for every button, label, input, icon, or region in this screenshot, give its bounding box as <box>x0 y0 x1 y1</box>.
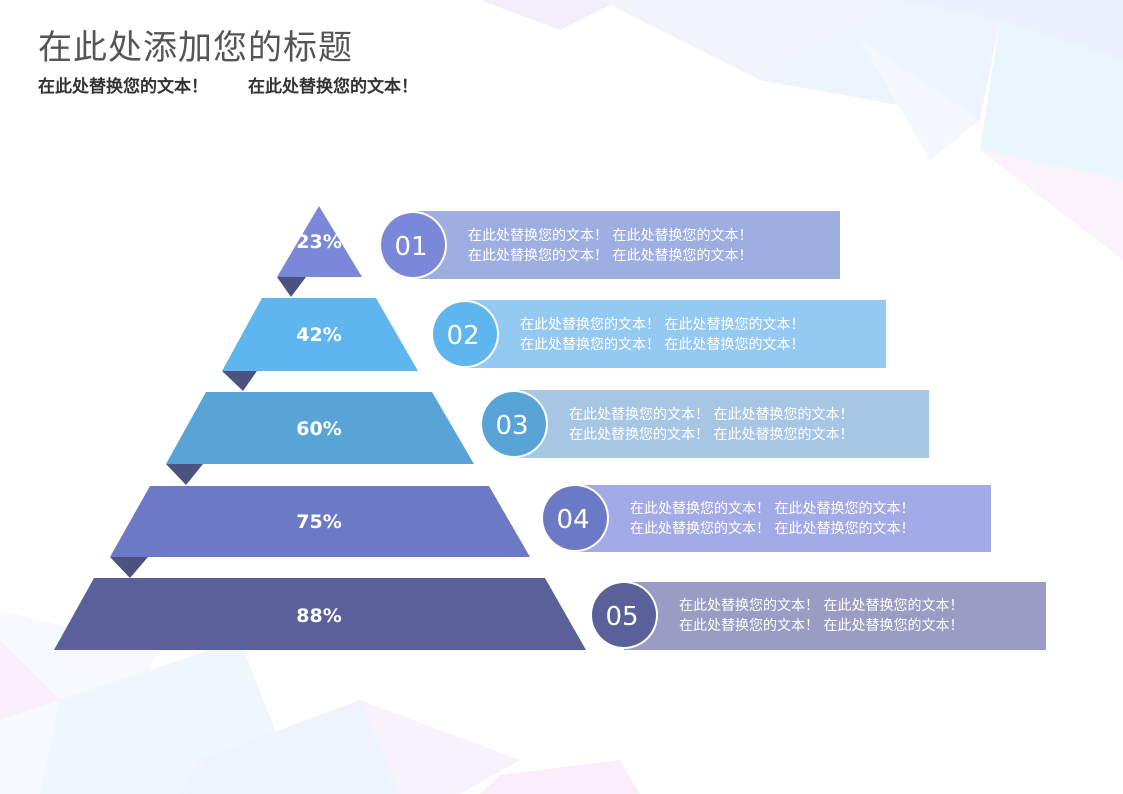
level-3-text-line-2: 在此处替换您的文本！ 在此处替换您的文本！ <box>569 426 853 443</box>
level-5-text-line-2: 在此处替换您的文本！ 在此处替换您的文本！ <box>679 617 963 634</box>
pyramid-fold-3 <box>166 464 203 485</box>
level-5-text-line-1: 在此处替换您的文本！ 在此处替换您的文本！ <box>679 597 963 614</box>
level-4-number: 04 <box>556 505 589 535</box>
pyramid-fold-2 <box>222 371 257 391</box>
level-4-text-line-1: 在此处替换您的文本！ 在此处替换您的文本！ <box>630 500 914 517</box>
level-3-text-line-1: 在此处替换您的文本！ 在此处替换您的文本！ <box>569 406 853 423</box>
level-1-text-line-2: 在此处替换您的文本！ 在此处替换您的文本！ <box>468 247 752 264</box>
level-4-percent: 75% <box>296 511 341 533</box>
level-1-text-line-1: 在此处替换您的文本！ 在此处替换您的文本！ <box>468 227 752 244</box>
level-2-percent: 42% <box>296 324 341 346</box>
level-3-percent: 60% <box>296 418 341 440</box>
info-panel-2 <box>465 300 886 368</box>
level-1-percent: 23% <box>296 231 341 253</box>
level-1-number: 01 <box>394 232 427 262</box>
pyramid-fold-1 <box>277 277 306 297</box>
pyramid-fold-4 <box>110 557 148 578</box>
info-panel-4 <box>575 485 991 552</box>
level-3-number: 03 <box>495 411 528 441</box>
level-5-number: 05 <box>605 602 638 632</box>
level-2-text-line-2: 在此处替换您的文本！ 在此处替换您的文本！ <box>520 336 804 353</box>
info-panel-3 <box>514 390 929 458</box>
level-5-percent: 88% <box>296 605 341 627</box>
info-panel-1 <box>413 211 840 279</box>
level-4-text-line-2: 在此处替换您的文本！ 在此处替换您的文本！ <box>630 520 914 537</box>
level-2-number: 02 <box>446 321 479 351</box>
level-2-text-line-1: 在此处替换您的文本！ 在此处替换您的文本！ <box>520 316 804 333</box>
info-panel-5 <box>624 582 1046 650</box>
